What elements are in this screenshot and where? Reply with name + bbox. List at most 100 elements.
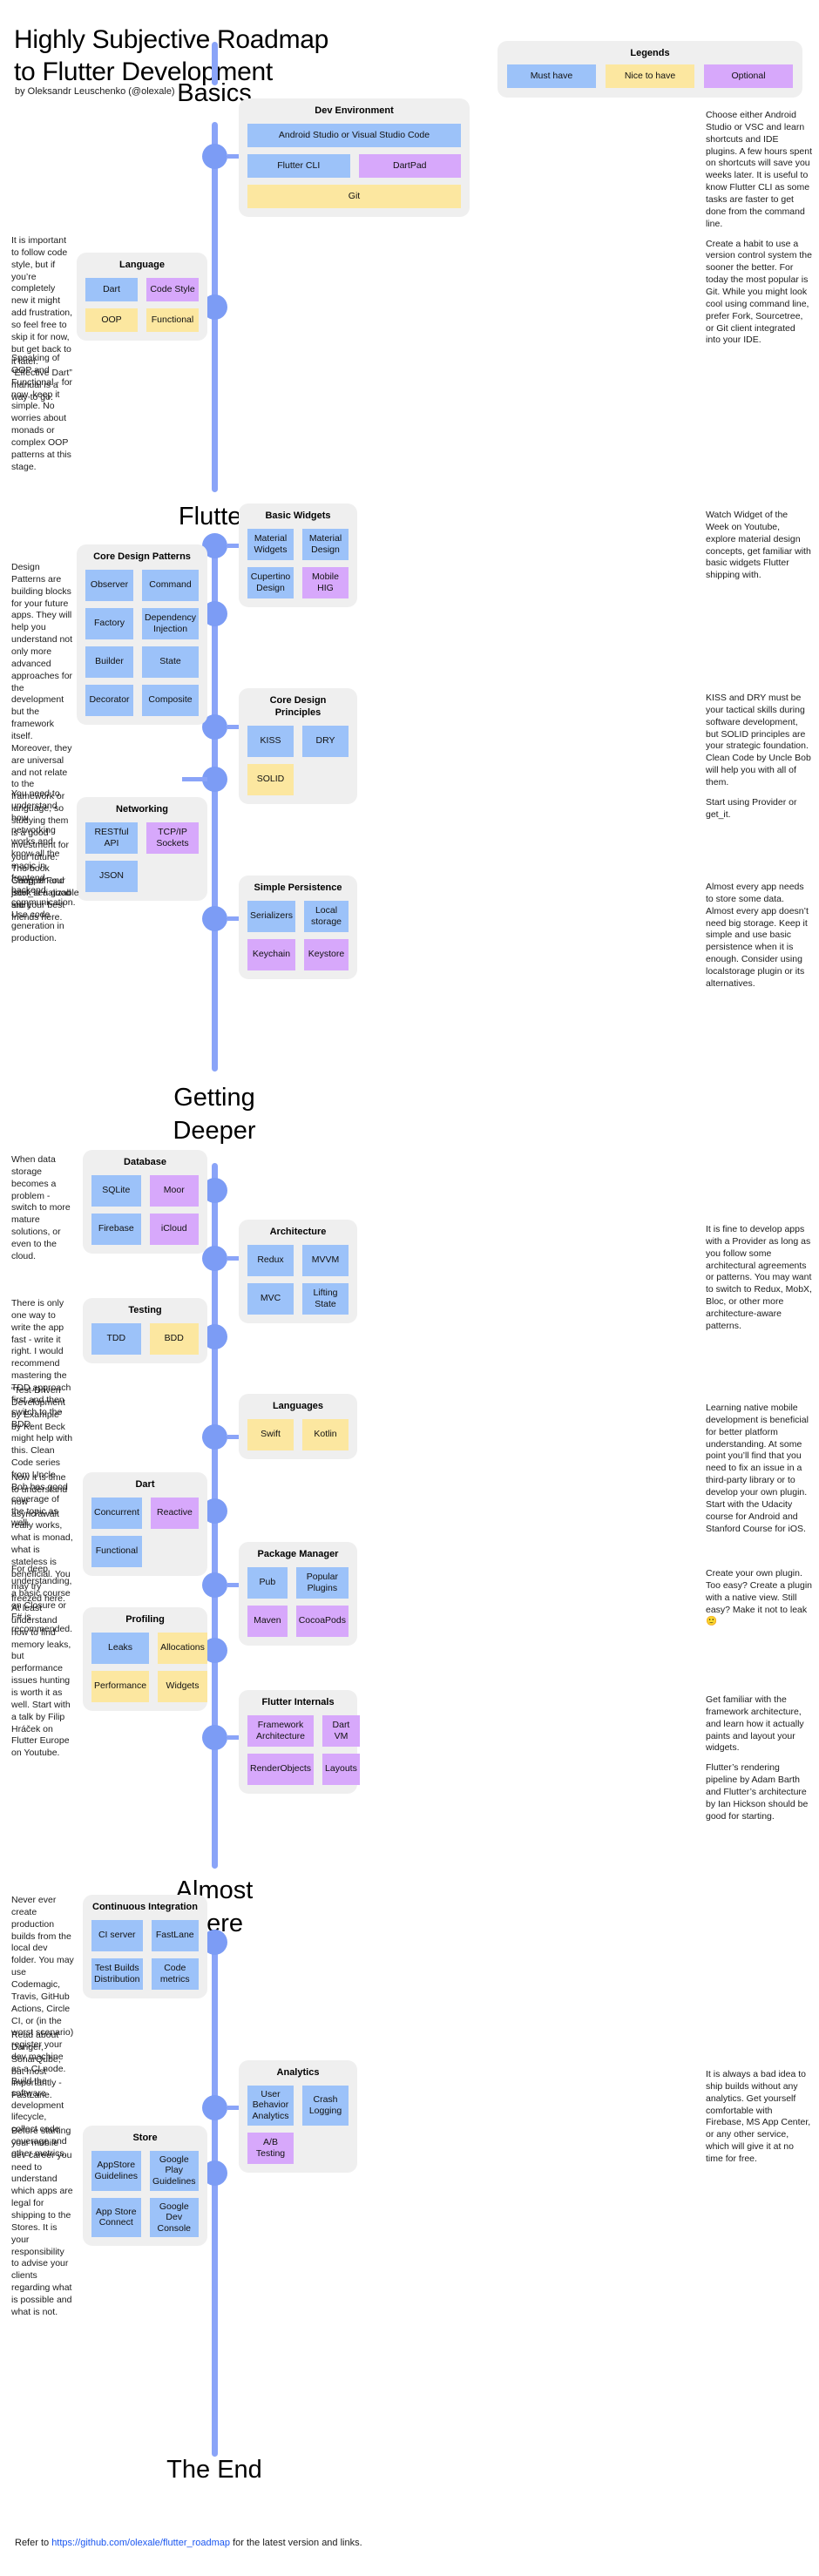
chip-kotlin[interactable]: Kotlin: [302, 1418, 349, 1450]
chip-oop[interactable]: OOP: [85, 308, 138, 332]
chip-swift[interactable]: Swift: [247, 1418, 294, 1450]
note-text: Watch Widget of the Week on Youtube, exp…: [706, 510, 811, 581]
footer-link[interactable]: https://github.com/olexale/flutter_roadm…: [51, 2538, 231, 2548]
chip-crash-logging[interactable]: Crash Logging: [302, 2085, 349, 2126]
chip-framework-architecture[interactable]: Framework Architecture: [247, 1714, 315, 1747]
chip-grid: RESTful API TCP/IP Sockets JSON: [85, 821, 199, 892]
chip-command[interactable]: Command: [142, 569, 199, 601]
chip-material-widgets[interactable]: Material Widgets: [247, 528, 294, 560]
chip-json[interactable]: JSON: [85, 860, 138, 892]
chip-mobile-hig[interactable]: Mobile HIG: [302, 566, 349, 598]
chip-dartpad[interactable]: DartPad: [358, 153, 461, 178]
chip-keystore[interactable]: Keystore: [304, 938, 349, 970]
chip-allocations[interactable]: Allocations: [158, 1632, 207, 1664]
chip-sqlite[interactable]: SQLite: [91, 1174, 141, 1207]
chip-cupertino-design[interactable]: Cupertino Design: [247, 566, 294, 598]
timeline-node-analytics[interactable]: [202, 2095, 227, 2120]
chip-icloud[interactable]: iCloud: [149, 1213, 199, 1245]
note-basic-widgets: Watch Widget of the Week on Youtube, exp…: [706, 510, 812, 582]
legend-chip-optional[interactable]: Optional: [704, 64, 793, 88]
chip-composite[interactable]: Composite: [142, 684, 199, 716]
chip-firebase[interactable]: Firebase: [91, 1213, 141, 1245]
chip-functional[interactable]: Functional: [146, 308, 199, 332]
chip-appstore-guidelines[interactable]: AppStore Guidelines: [91, 2150, 141, 2191]
chip-grid: Pub Popular Plugins Maven CocoaPods: [247, 1566, 349, 1637]
card-title: Store: [132, 2133, 158, 2143]
chip-ci-server[interactable]: CI server: [91, 1919, 143, 1951]
chip-serializers[interactable]: Serializers: [247, 900, 296, 932]
note-text: It is fine to develop apps with a Provid…: [706, 1224, 812, 1331]
note-text: Start using Provider or get_it.: [706, 796, 797, 820]
chip-material-design[interactable]: Material Design: [302, 528, 349, 560]
card-analytics: Analytics User Behavior Analytics Crash …: [239, 2060, 357, 2173]
chip-google-dev-console[interactable]: Google Dev Console: [149, 2197, 199, 2238]
chip-renderobjects[interactable]: RenderObjects: [247, 1753, 315, 1785]
chip-dart-vm[interactable]: Dart VM: [322, 1714, 360, 1747]
note-text: At least understand how to find memory l…: [11, 1603, 71, 1759]
chip-user-behavior-analytics[interactable]: User Behavior Analytics: [247, 2085, 294, 2126]
chip-popular-plugins[interactable]: Popular Plugins: [295, 1566, 349, 1599]
chip-test-builds-distribution[interactable]: Test Builds Distribution: [91, 1957, 143, 1990]
footer-suffix: for the latest version and links.: [230, 2538, 362, 2548]
chip-decorator[interactable]: Decorator: [85, 684, 134, 716]
chip-maven[interactable]: Maven: [247, 1605, 288, 1637]
timeline-node-dev-environment[interactable]: [202, 144, 227, 169]
timeline-node-package-manager[interactable]: [202, 1572, 227, 1598]
chip-grid: Dart Code Style OOP Functional: [85, 277, 199, 332]
chip-dart[interactable]: Dart: [85, 277, 138, 301]
card-title: Analytics: [276, 2067, 320, 2078]
chip-grid: CI server FastLane Test Builds Distribut…: [91, 1919, 199, 1990]
chip-state[interactable]: State: [142, 646, 199, 678]
chip-kiss[interactable]: KISS: [247, 725, 294, 757]
chip-builder[interactable]: Builder: [85, 646, 134, 678]
card-title: Testing: [128, 1305, 162, 1315]
chip-layouts[interactable]: Layouts: [322, 1753, 360, 1785]
chip-observer[interactable]: Observer: [85, 569, 134, 601]
chip-mvvm[interactable]: MVVM: [302, 1244, 349, 1276]
timeline-node-languages[interactable]: [202, 1424, 227, 1450]
chip-pub[interactable]: Pub: [247, 1566, 288, 1599]
timeline-node-simple-persistence[interactable]: [202, 906, 227, 931]
section-heading-flutter: Flutter: [178, 503, 251, 531]
chip-code-metrics[interactable]: Code metrics: [151, 1957, 199, 1990]
timeline-node-flutter-internals[interactable]: [202, 1725, 227, 1750]
chip-restful-api[interactable]: RESTful API: [85, 821, 138, 854]
section-heading-deeper: Deeper: [173, 1117, 256, 1145]
card-core-design-patterns: Core Design Patterns Observer Command Fa…: [77, 544, 207, 725]
chip-widgets[interactable]: Widgets: [158, 1670, 207, 1702]
chip-flutter-cli[interactable]: Flutter CLI: [247, 153, 350, 178]
chip-redux[interactable]: Redux: [247, 1244, 294, 1276]
legend-chip-must-have[interactable]: Must have: [507, 64, 596, 88]
chip-lifting-state[interactable]: Lifting State: [302, 1282, 349, 1315]
chip-leaks[interactable]: Leaks: [91, 1632, 150, 1664]
chip-google-play-guidelines[interactable]: Google Play Guidelines: [149, 2150, 199, 2191]
card-profiling: Profiling Leaks Allocations Performance …: [83, 1607, 207, 1711]
chip-local-storage[interactable]: Local storage: [304, 900, 349, 932]
timeline-spine-5: [212, 1951, 218, 2457]
chip-factory[interactable]: Factory: [85, 607, 134, 639]
chip-performance[interactable]: Performance: [91, 1670, 150, 1702]
note-text: Never ever create production builds from…: [11, 1895, 74, 2160]
chip-concurrent[interactable]: Concurrent: [91, 1497, 142, 1529]
byline: by Oleksandr Leuschenko (@olexale): [15, 86, 175, 97]
chip-keychain[interactable]: Keychain: [247, 938, 296, 970]
chip-git[interactable]: Git: [247, 184, 461, 208]
chip-code-style[interactable]: Code Style: [146, 277, 199, 301]
chip-tdd[interactable]: TDD: [91, 1322, 141, 1355]
chip-dry[interactable]: DRY: [302, 725, 349, 757]
chip-dependency-injection[interactable]: Dependency Injection: [142, 607, 199, 639]
legend-chip-nice-to-have[interactable]: Nice to have: [606, 64, 694, 88]
chip-ab-testing[interactable]: A/B Testing: [247, 2132, 294, 2164]
chip-cocoapods[interactable]: CocoaPods: [295, 1605, 349, 1637]
chip-mvc[interactable]: MVC: [247, 1282, 294, 1315]
chip-tcp-ip-sockets[interactable]: TCP/IP Sockets: [146, 821, 199, 854]
chip-functional-dart[interactable]: Functional: [91, 1535, 142, 1567]
chip-app-store-connect[interactable]: App Store Connect: [91, 2197, 141, 2238]
chip-reactive[interactable]: Reactive: [150, 1497, 199, 1529]
chip-fastlane[interactable]: FastLane: [151, 1919, 199, 1951]
chip-android-studio-vscode[interactable]: Android Studio or Visual Studio Code: [247, 123, 461, 147]
timeline-node-architecture[interactable]: [202, 1246, 227, 1271]
chip-bdd[interactable]: BDD: [149, 1322, 199, 1355]
chip-moor[interactable]: Moor: [149, 1174, 199, 1207]
chip-solid[interactable]: SOLID: [247, 763, 294, 795]
